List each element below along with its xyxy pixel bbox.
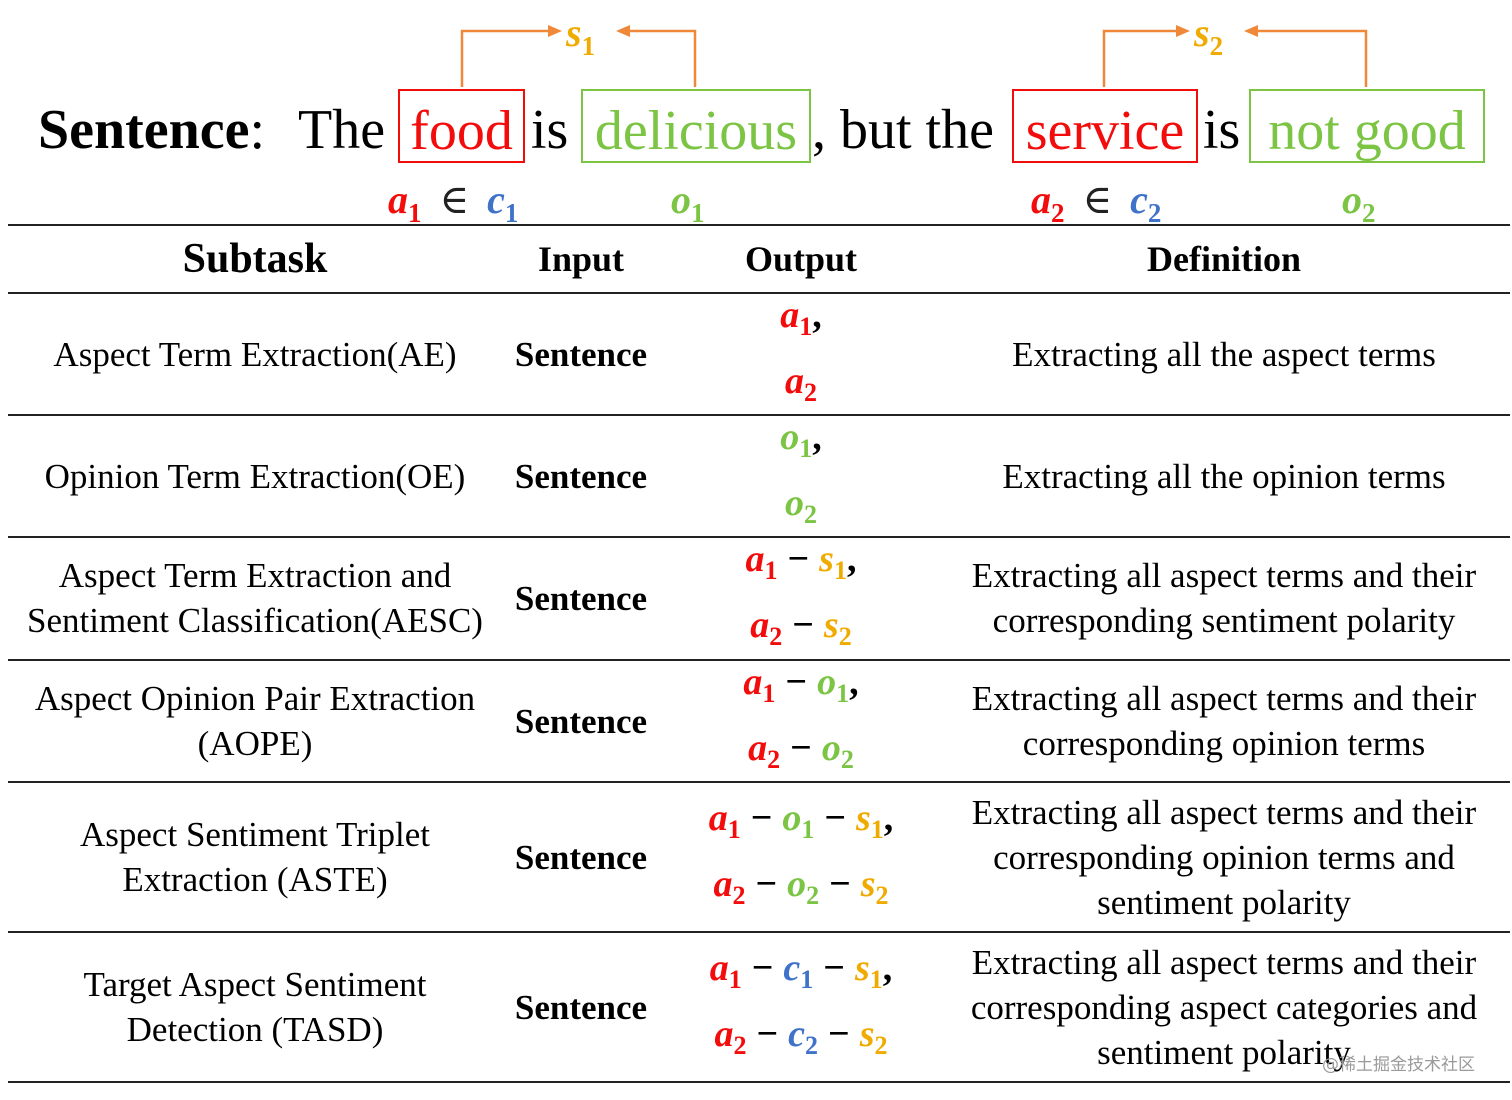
sentiment-s1: s1: [566, 10, 596, 61]
output-cell: o1, o2: [780, 416, 822, 529]
header-input: Input: [537, 239, 625, 279]
table-top-rule: [8, 224, 1510, 226]
output-cell: a1−c1−s1, a2−c2−s2: [709, 947, 893, 1060]
arrow-notgood-to-s2: [1256, 29, 1368, 87]
sentiment-s2: s2: [1194, 10, 1224, 61]
arrow-food-to-s1: [460, 29, 550, 87]
table-bottom-rule: [8, 1081, 1510, 1083]
annotation-o1: o1: [671, 177, 705, 228]
opinion-word-not-good: not good: [1268, 100, 1466, 162]
row-rule: [8, 659, 1510, 661]
output-cell: a1−s1, a2−s2: [745, 538, 857, 651]
arrowhead-icon: [1176, 25, 1190, 37]
annotation-o2: o2: [1342, 177, 1376, 228]
header-definition: Definition: [1146, 239, 1301, 279]
output-cell: a1, a2: [780, 294, 822, 407]
aspect-box-food: food: [398, 89, 525, 163]
output-cell: a1−o1−s1, a2−o2−s2: [708, 797, 894, 910]
definition-cell: Extracting all the opinion terms: [1002, 456, 1446, 496]
aspect-box-service: service: [1012, 89, 1198, 163]
opinion-box-not-good: not good: [1249, 89, 1485, 163]
word-is-1: is: [531, 99, 569, 161]
aspect-word-food: food: [410, 100, 513, 162]
annotation-a1-c1: a1 ∈ c1: [388, 177, 519, 228]
subtask-cell: Opinion Term Extraction(OE): [44, 456, 466, 496]
input-cell: Sentence: [514, 701, 648, 741]
word-but-the: , but the: [812, 99, 994, 161]
aspect-word-service: service: [1025, 100, 1185, 162]
row-rule: [8, 536, 1510, 538]
arrowhead-icon: [616, 25, 630, 37]
opinion-box-delicious: delicious: [581, 89, 811, 163]
input-cell: Sentence: [514, 987, 648, 1027]
input-cell: Sentence: [514, 456, 648, 496]
annotation-a2-c2: a2 ∈ c2: [1031, 177, 1162, 228]
input-cell: Sentence: [514, 334, 648, 374]
header-subtask: Subtask: [182, 236, 328, 282]
sentiment-arrows: [460, 25, 1368, 87]
output-cell: a1−o1, a2−o2: [743, 661, 859, 774]
row-rule: [8, 414, 1510, 416]
arrowhead-icon: [1244, 25, 1258, 37]
row-rule: [8, 781, 1510, 783]
header-output: Output: [744, 239, 858, 279]
arrowhead-icon: [548, 25, 562, 37]
input-cell: Sentence: [514, 578, 648, 618]
subtask-cell: Aspect Term Extraction(AE): [53, 334, 457, 374]
sentence-label: Sentence:: [38, 99, 266, 161]
watermark: @稀土掘金技术社区: [1322, 1055, 1475, 1075]
input-cell: Sentence: [514, 837, 648, 877]
definition-cell: Extracting all the aspect terms: [1012, 334, 1436, 374]
sentence-figure: s1 s2 Sentence: The food is delicious , …: [0, 0, 1512, 228]
arrow-delicious-to-s1: [628, 29, 697, 87]
row-rule: [8, 931, 1510, 933]
opinion-word-delicious: delicious: [594, 100, 798, 162]
header-rule: [8, 292, 1510, 294]
word-the: The: [298, 99, 386, 161]
arrow-service-to-s2: [1102, 29, 1178, 87]
word-is-2: is: [1203, 99, 1241, 161]
subtask-cell: Aspect Opinion Pair Extraction(AOPE): [34, 679, 476, 763]
